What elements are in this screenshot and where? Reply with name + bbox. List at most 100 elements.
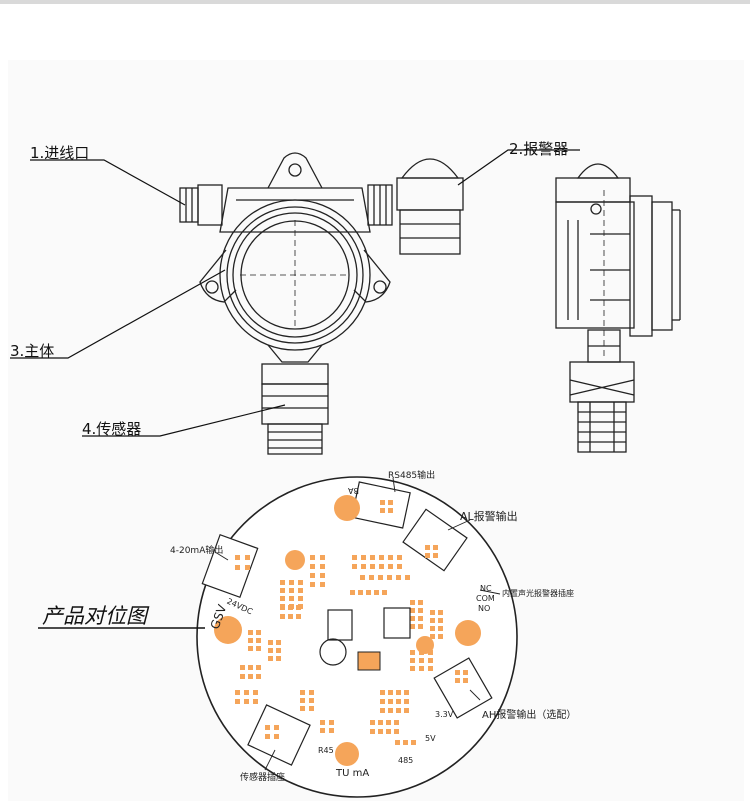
pcb-pad [320,564,325,569]
pcb-pad [394,729,399,734]
pcb-pad [274,725,279,730]
pcb-pad [404,699,409,704]
pcb-pad [289,580,294,585]
pcb-pad [404,708,409,713]
pcb-pad [463,670,468,675]
pcb-pad [235,555,240,560]
pcb-pad [430,618,435,623]
pcb-pad [358,590,363,595]
pcb-pad [378,720,383,725]
pcb-pad [380,500,385,505]
pcb-pad [388,508,393,513]
pcb-pad [361,564,366,569]
pcb-pad [298,588,303,593]
pcb-pad [370,555,375,560]
pcb-pad [438,618,443,623]
pcb-pad [235,690,240,695]
pcb-pad [433,545,438,550]
pcb-pad [395,740,400,745]
pcb-pad [309,706,314,711]
pcb-pad [370,564,375,569]
leader-alarm [457,149,580,186]
pcb-pad [268,640,273,645]
label-inlet: 1.进线口 [30,144,90,162]
pcb-pad [253,690,258,695]
pcb-pad [418,616,423,621]
terminal-ah [433,657,493,719]
pcb-pad [438,610,443,615]
regulator [357,651,381,671]
pcb-pad [280,580,285,585]
pcb-pad [296,605,301,610]
top-border [0,0,750,4]
pcb-pad [388,699,393,704]
pcb-pad [289,588,294,593]
pcb-pad [410,608,415,613]
pcb-pad [410,600,415,605]
pcb-pad [405,575,410,580]
pcb-pad [265,734,270,739]
pcb-pad [388,555,393,560]
pcb-pad [410,650,415,655]
pcb-pad [428,650,433,655]
pcb-pad [380,699,385,704]
label-r45: R45 [318,746,334,755]
detector-side-view [555,163,681,453]
pcb-pad [268,656,273,661]
pcb-pad [430,610,435,615]
label-ah-output: AH报警输出（选配） [482,710,577,721]
pcb-pad [265,725,270,730]
label-nc: NC [480,584,492,593]
pcb-pad [419,658,424,663]
terminal-ma [201,533,259,599]
pcb-pad [296,614,301,619]
pcb-pad [256,665,261,670]
pcb-pad [248,646,253,651]
pcb-pad [397,555,402,560]
pcb-pad [463,678,468,683]
pcb-pad [380,508,385,513]
label-alarm: 2.报警器 [509,140,569,158]
pcb-pad [394,720,399,725]
pcb-pad [248,674,253,679]
pcb-pad [329,728,334,733]
pcb-pad [361,555,366,560]
pcb-pad [396,575,401,580]
pcb-pad [280,605,285,610]
ic-chip [327,609,353,641]
board-title: 产品对位图 [42,604,147,628]
leader-lines [10,149,580,437]
pcb-pad [310,564,315,569]
label-ma-output: 4-20mA输出 [170,546,224,556]
pcb-pad [276,656,281,661]
pcb-pad [430,634,435,639]
pcb-pad [397,564,402,569]
pcb-pad [418,600,423,605]
pcb-pad [235,565,240,570]
pcb-pad [310,582,315,587]
pcb-pad [455,678,460,683]
pcb-pad [378,729,383,734]
pcb-pad [320,728,325,733]
via-right [416,636,434,654]
pcb-pad [410,624,415,629]
pcb-pad [370,720,375,725]
pcb-pad [370,729,375,734]
terminal-al [402,508,468,572]
detector-front-view [179,152,464,455]
pcb-pad [256,630,261,635]
pcb-pad [320,573,325,578]
pcb-pad [244,690,249,695]
pcb-pad [388,690,393,695]
pcb-pad [248,630,253,635]
label-body: 3.主体 [10,342,55,360]
pcb-pad [298,580,303,585]
pcb-pad [276,640,281,645]
pcb-pad [253,699,258,704]
pcb-pad [388,500,393,505]
pcb-pad [380,708,385,713]
leader-body [10,269,226,359]
pcb-pad [386,720,391,725]
pcb-pad [455,670,460,675]
